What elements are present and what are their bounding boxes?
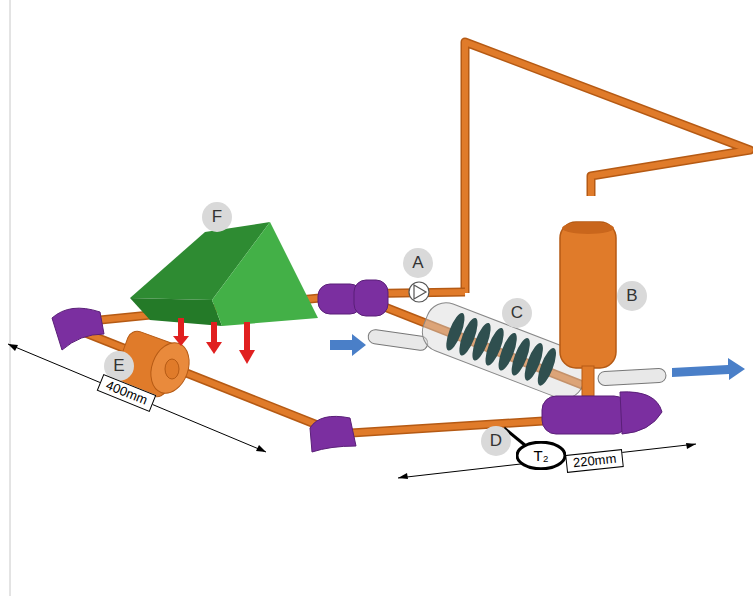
illustration-polygon: [173, 336, 189, 346]
callout-letter: C: [502, 298, 532, 328]
illustration-rect: [598, 368, 667, 386]
callout-letter: F: [202, 202, 232, 232]
illustration-polygon: [130, 298, 222, 326]
illustration-line: [10, 0, 11, 596]
illustration-polygon: [672, 358, 745, 380]
illustration-g: [173, 318, 255, 364]
illustration-polygon: [330, 334, 366, 356]
callout-letter: D: [481, 426, 511, 456]
illustration-circle: [502, 298, 532, 328]
illustration-polygon: [206, 342, 222, 354]
illustration-line: [8, 344, 266, 452]
callout-letter: A: [403, 248, 433, 278]
sensor-ellipse: T₂: [516, 441, 566, 470]
dimension-label: 220mm: [565, 449, 624, 473]
illustration-polygon: [239, 350, 255, 364]
illustration-circle: [617, 281, 647, 311]
illustration-line: [78, 330, 335, 432]
illustration-rect: [244, 322, 250, 352]
illustration-path: [52, 308, 104, 350]
illustration-rect: [211, 322, 217, 344]
illustration-ellipse: [144, 337, 196, 398]
illustration-polygon: [398, 473, 408, 479]
illustration-rect: [367, 329, 428, 351]
callout-letter: B: [617, 281, 647, 311]
illustration-polygon: [8, 344, 18, 351]
illustration-circle: [481, 426, 511, 456]
illustration-ellipse: [165, 359, 179, 379]
illustration-path: [310, 416, 356, 452]
illustration-line: [78, 330, 335, 432]
illustration-g: [104, 202, 647, 456]
illustration-rect: [582, 366, 594, 396]
sensor-label: T₂: [534, 447, 549, 464]
illustration-polygon: [686, 443, 696, 449]
illustration-rect: [354, 280, 388, 316]
illustration-path: [620, 392, 662, 434]
illustration-polygon: [256, 445, 266, 452]
illustration-line: [398, 444, 696, 478]
illustration-rect: [178, 318, 184, 338]
ellipse-shape: [517, 442, 565, 469]
illustration-circle: [202, 202, 232, 232]
illustration-polygon: [212, 222, 318, 326]
illustration-circle: [403, 248, 433, 278]
illustration-g: [443, 311, 560, 388]
illustration-ellipse: [534, 346, 560, 388]
illustration-circle: [409, 282, 429, 302]
illustration-rect: [542, 396, 628, 434]
illustration-polygon: [414, 285, 426, 299]
illustration-ellipse: [562, 222, 614, 234]
illustration-rect: [560, 222, 616, 368]
